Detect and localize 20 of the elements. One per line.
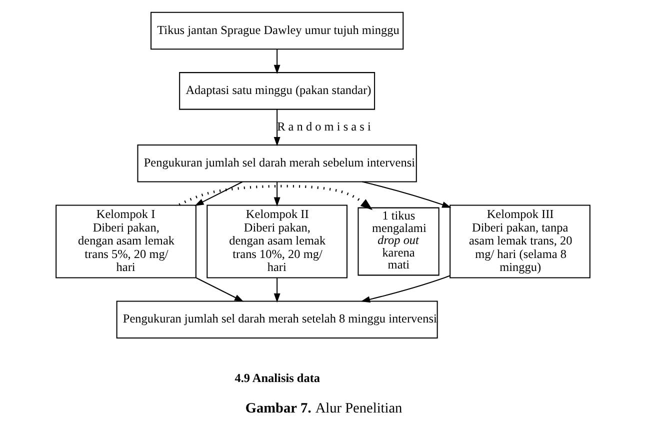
- arrow: [274, 182, 280, 206]
- node-box: 1 tikus mengalami drop out karena mati: [358, 207, 440, 276]
- arrow: [362, 181, 452, 208]
- arrow: [274, 109, 280, 146]
- node-box: Pengukuran jumlah sel darah merah sebelum intervensi: [137, 144, 417, 182]
- node-box: Pengukuran jumlah sel darah merah setelah 8 minggu intervensi: [116, 300, 438, 338]
- node-box: Adaptasi satu minggu (pakan standar): [179, 72, 376, 110]
- arrow: [196, 277, 244, 302]
- node-box: Kelompok I Diberi pakan, dengan asam lemak trans 5%, 20 mg/ hari: [56, 204, 196, 278]
- edge-label: R a n d o m i s a s i: [277, 119, 371, 134]
- node-box: Kelompok III Diberi pakan, tanpa asam lemak trans, 20 mg/ hari (selama 8 minggu): [450, 204, 590, 278]
- node-box: Tikus jantan Sprague Dawley umur tujuh minggu: [150, 12, 404, 50]
- node-box: Kelompok II Diberi pakan, dengan asam lemak trans 10%, 20 mg/ hari: [206, 204, 348, 278]
- caption: Gambar 7. Alur Penelitian: [245, 400, 402, 417]
- arrow: [178, 184, 373, 210]
- arrow: [194, 181, 243, 206]
- arrow: [274, 49, 280, 74]
- arrow: [360, 275, 450, 303]
- label: 4.9 Analisis data: [234, 370, 320, 385]
- arrow: [274, 278, 280, 303]
